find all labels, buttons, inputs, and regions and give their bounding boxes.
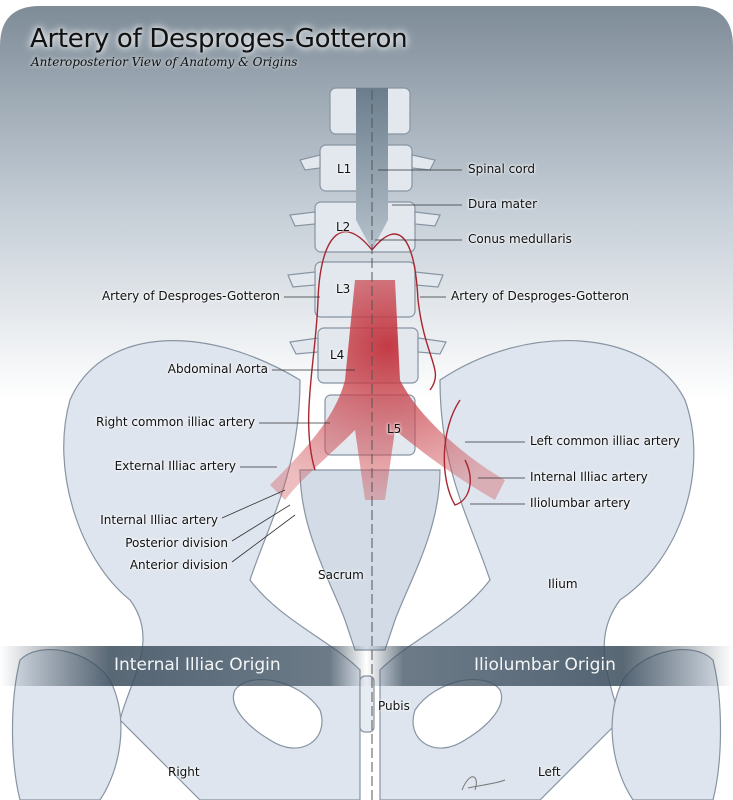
label-l2: L2 [336, 220, 351, 234]
label-left: Left [538, 765, 561, 779]
label-spinal-cord: Spinal cord [468, 162, 535, 176]
label-internal-iliac-right: Internal Illiac artery [100, 513, 218, 527]
label-adg-left: Artery of Desproges-Gotteron [451, 289, 630, 303]
label-adg-right: Artery of Desproges-Gotteron [101, 289, 280, 303]
band-internal-iliac-origin: Internal Illiac Origin [114, 655, 281, 675]
label-abdominal-aorta: Abdominal Aorta [167, 362, 268, 376]
origin-band [0, 646, 733, 686]
label-left-common-iliac: Left common illiac artery [530, 434, 680, 448]
label-l3: L3 [336, 282, 351, 296]
label-right-common-iliac: Right common illiac artery [95, 415, 255, 429]
artist-signature [461, 776, 506, 791]
label-anterior-division: Anterior division [129, 558, 228, 572]
leader-lines [221, 169, 525, 563]
label-l1: L1 [337, 162, 352, 176]
label-ilium: Ilium [548, 577, 578, 591]
label-posterior-division: Posterior division [125, 536, 228, 550]
label-pubis: Pubis [378, 699, 410, 713]
label-iliolumbar-artery: Iliolumbar artery [530, 496, 631, 510]
label-internal-iliac-left: Internal Illiac artery [530, 470, 648, 484]
aorta-iliac-arteries [270, 280, 505, 500]
label-dura-mater: Dura mater [468, 197, 538, 211]
label-external-iliac: External Illiac artery [114, 459, 236, 473]
label-conus-medullaris: Conus medullaris [468, 232, 572, 246]
label-sacrum: Sacrum [318, 568, 364, 582]
label-l4: L4 [330, 348, 345, 362]
page-title: Artery of Desproges-Gotteron [30, 24, 408, 54]
label-right: Right [168, 765, 200, 779]
band-iliolumbar-origin: Iliolumbar Origin [474, 655, 616, 675]
label-l5: L5 [387, 422, 402, 436]
page-subtitle: Anteroposterior View of Anatomy & Origin… [31, 55, 298, 69]
